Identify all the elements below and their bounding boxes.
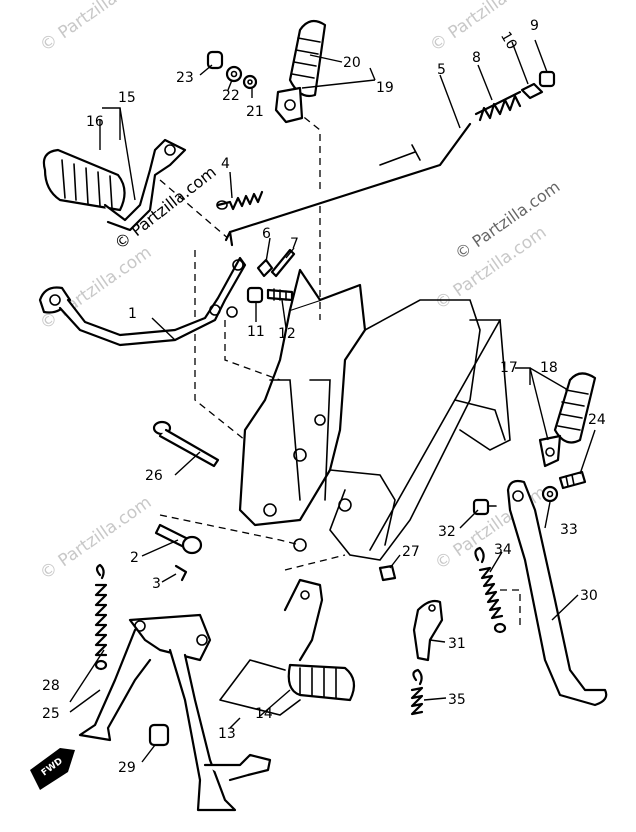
brake-rod	[224, 122, 472, 247]
nut-10	[520, 82, 544, 100]
callout-16: 16	[86, 114, 104, 130]
callout-19: 19	[376, 80, 394, 96]
alignment-lines	[159, 109, 521, 630]
left-footrest-16	[42, 138, 187, 232]
callout-18: 18	[540, 360, 558, 376]
spring-8	[474, 90, 522, 122]
spring-34	[474, 546, 507, 634]
footrest-20	[274, 19, 327, 124]
watermark-diagonal: © Partzilla.com	[111, 162, 220, 253]
leader-lines	[69, 39, 596, 763]
spring-28	[94, 563, 108, 671]
pin-2	[154, 523, 203, 555]
callout-27: 27	[402, 544, 420, 560]
callout-17: 17	[500, 360, 518, 376]
washer-33	[541, 485, 559, 503]
callout-13: 13	[218, 726, 236, 742]
forward-arrow: FWD	[30, 748, 75, 790]
callout-3: 3	[152, 576, 161, 592]
callout-7: 7	[290, 236, 299, 252]
stopper-29	[148, 723, 170, 747]
bracket-outline-13	[219, 659, 301, 716]
spring-7	[270, 248, 296, 278]
callout-9: 9	[530, 18, 539, 34]
callout-labels: 1 2 3 4 5 6 7 8 9 10 11 12 13 14 15 16 1…	[42, 18, 606, 776]
callout-6: 6	[262, 226, 271, 242]
callout-21: 21	[246, 104, 264, 120]
callout-11: 11	[247, 324, 265, 340]
callout-15: 15	[118, 90, 136, 106]
callout-23: 23	[176, 70, 194, 86]
cap-23	[206, 50, 224, 70]
nut-22	[225, 65, 243, 83]
cotter-pin-3	[174, 564, 188, 582]
callout-31: 31	[448, 636, 466, 652]
footrest-18	[538, 372, 597, 468]
brake-pedal	[38, 256, 247, 347]
callout-32: 32	[438, 524, 456, 540]
callout-10: 10	[497, 29, 520, 52]
bolt-24	[558, 470, 587, 490]
callout-4: 4	[221, 156, 230, 172]
callout-28: 28	[42, 678, 60, 694]
callout-5: 5	[437, 62, 446, 78]
callout-14: 14	[255, 706, 273, 722]
spring-4	[216, 190, 264, 211]
plate-31	[412, 599, 444, 662]
frame	[238, 268, 511, 561]
spring-35	[410, 668, 424, 716]
bolt-32	[472, 498, 497, 516]
callout-12: 12	[278, 326, 296, 342]
callout-34: 34	[494, 542, 512, 558]
pin-6	[256, 258, 274, 278]
callout-22: 22	[222, 88, 240, 104]
callout-20: 20	[343, 55, 361, 71]
callout-25: 25	[42, 706, 60, 722]
side-stand-30	[506, 479, 608, 707]
watermark: © Partzilla.com	[36, 492, 155, 584]
callout-29: 29	[118, 760, 136, 776]
callout-30: 30	[580, 588, 598, 604]
callout-8: 8	[472, 50, 481, 66]
watermark: © Partzilla.com	[36, 0, 155, 56]
callout-26: 26	[145, 468, 163, 484]
callout-2: 2	[130, 550, 139, 566]
nut-11	[246, 286, 264, 304]
callout-1: 1	[128, 306, 137, 322]
nut-27	[378, 564, 397, 582]
callout-33: 33	[560, 522, 578, 538]
footrest-bracket-14	[283, 578, 356, 702]
main-stand-25	[78, 613, 272, 812]
callout-24: 24	[588, 412, 606, 428]
callout-35: 35	[448, 692, 466, 708]
watermark: © Partzilla.com	[426, 0, 545, 56]
pivot-shaft-26	[152, 420, 220, 468]
bolt-12	[266, 288, 294, 302]
washer-21	[242, 74, 258, 90]
nut-9	[538, 70, 556, 88]
